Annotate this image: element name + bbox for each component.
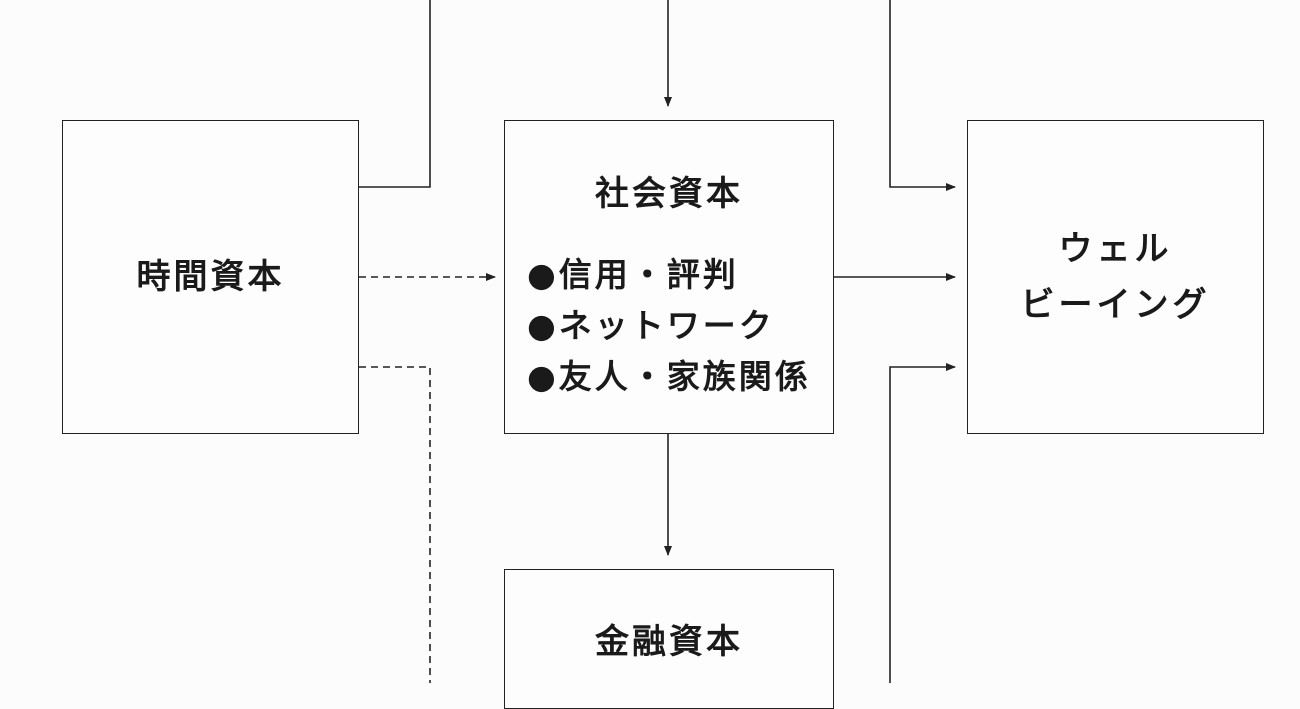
wellbeing-label: ウェル ビーイング bbox=[1021, 221, 1211, 333]
connector-time-down-dashed bbox=[359, 366, 431, 683]
social-capital-item: ●友人・家族関係 bbox=[527, 357, 811, 396]
diagram-connectors bbox=[359, 0, 956, 683]
financial-capital-title: 金融資本 bbox=[595, 622, 743, 662]
connector-time-up bbox=[359, 0, 431, 188]
social-capital-item: ●信用・評判 bbox=[527, 255, 739, 294]
wellbeing-label-line: ウェル bbox=[1058, 229, 1173, 269]
social-capital-item-list: ●信用・評判 ●ネットワーク ●友人・家族関係 bbox=[527, 249, 811, 402]
time-capital-box: 時間資本 bbox=[62, 120, 359, 434]
social-capital-item: ●ネットワーク bbox=[527, 306, 775, 345]
social-capital-box: 社会資本 ●信用・評判 ●ネットワーク ●友人・家族関係 bbox=[504, 120, 834, 434]
time-capital-title: 時間資本 bbox=[136, 257, 285, 297]
arrow-top-to-wellbeing bbox=[889, 0, 956, 191]
wellbeing-box: ウェル ビーイング bbox=[967, 120, 1264, 434]
social-capital-title: 社会資本 bbox=[595, 174, 743, 214]
financial-capital-box: 金融資本 bbox=[504, 569, 834, 709]
arrow-bottom-to-wellbeing bbox=[889, 363, 956, 683]
wellbeing-label-line: ビーイング bbox=[1020, 285, 1211, 325]
